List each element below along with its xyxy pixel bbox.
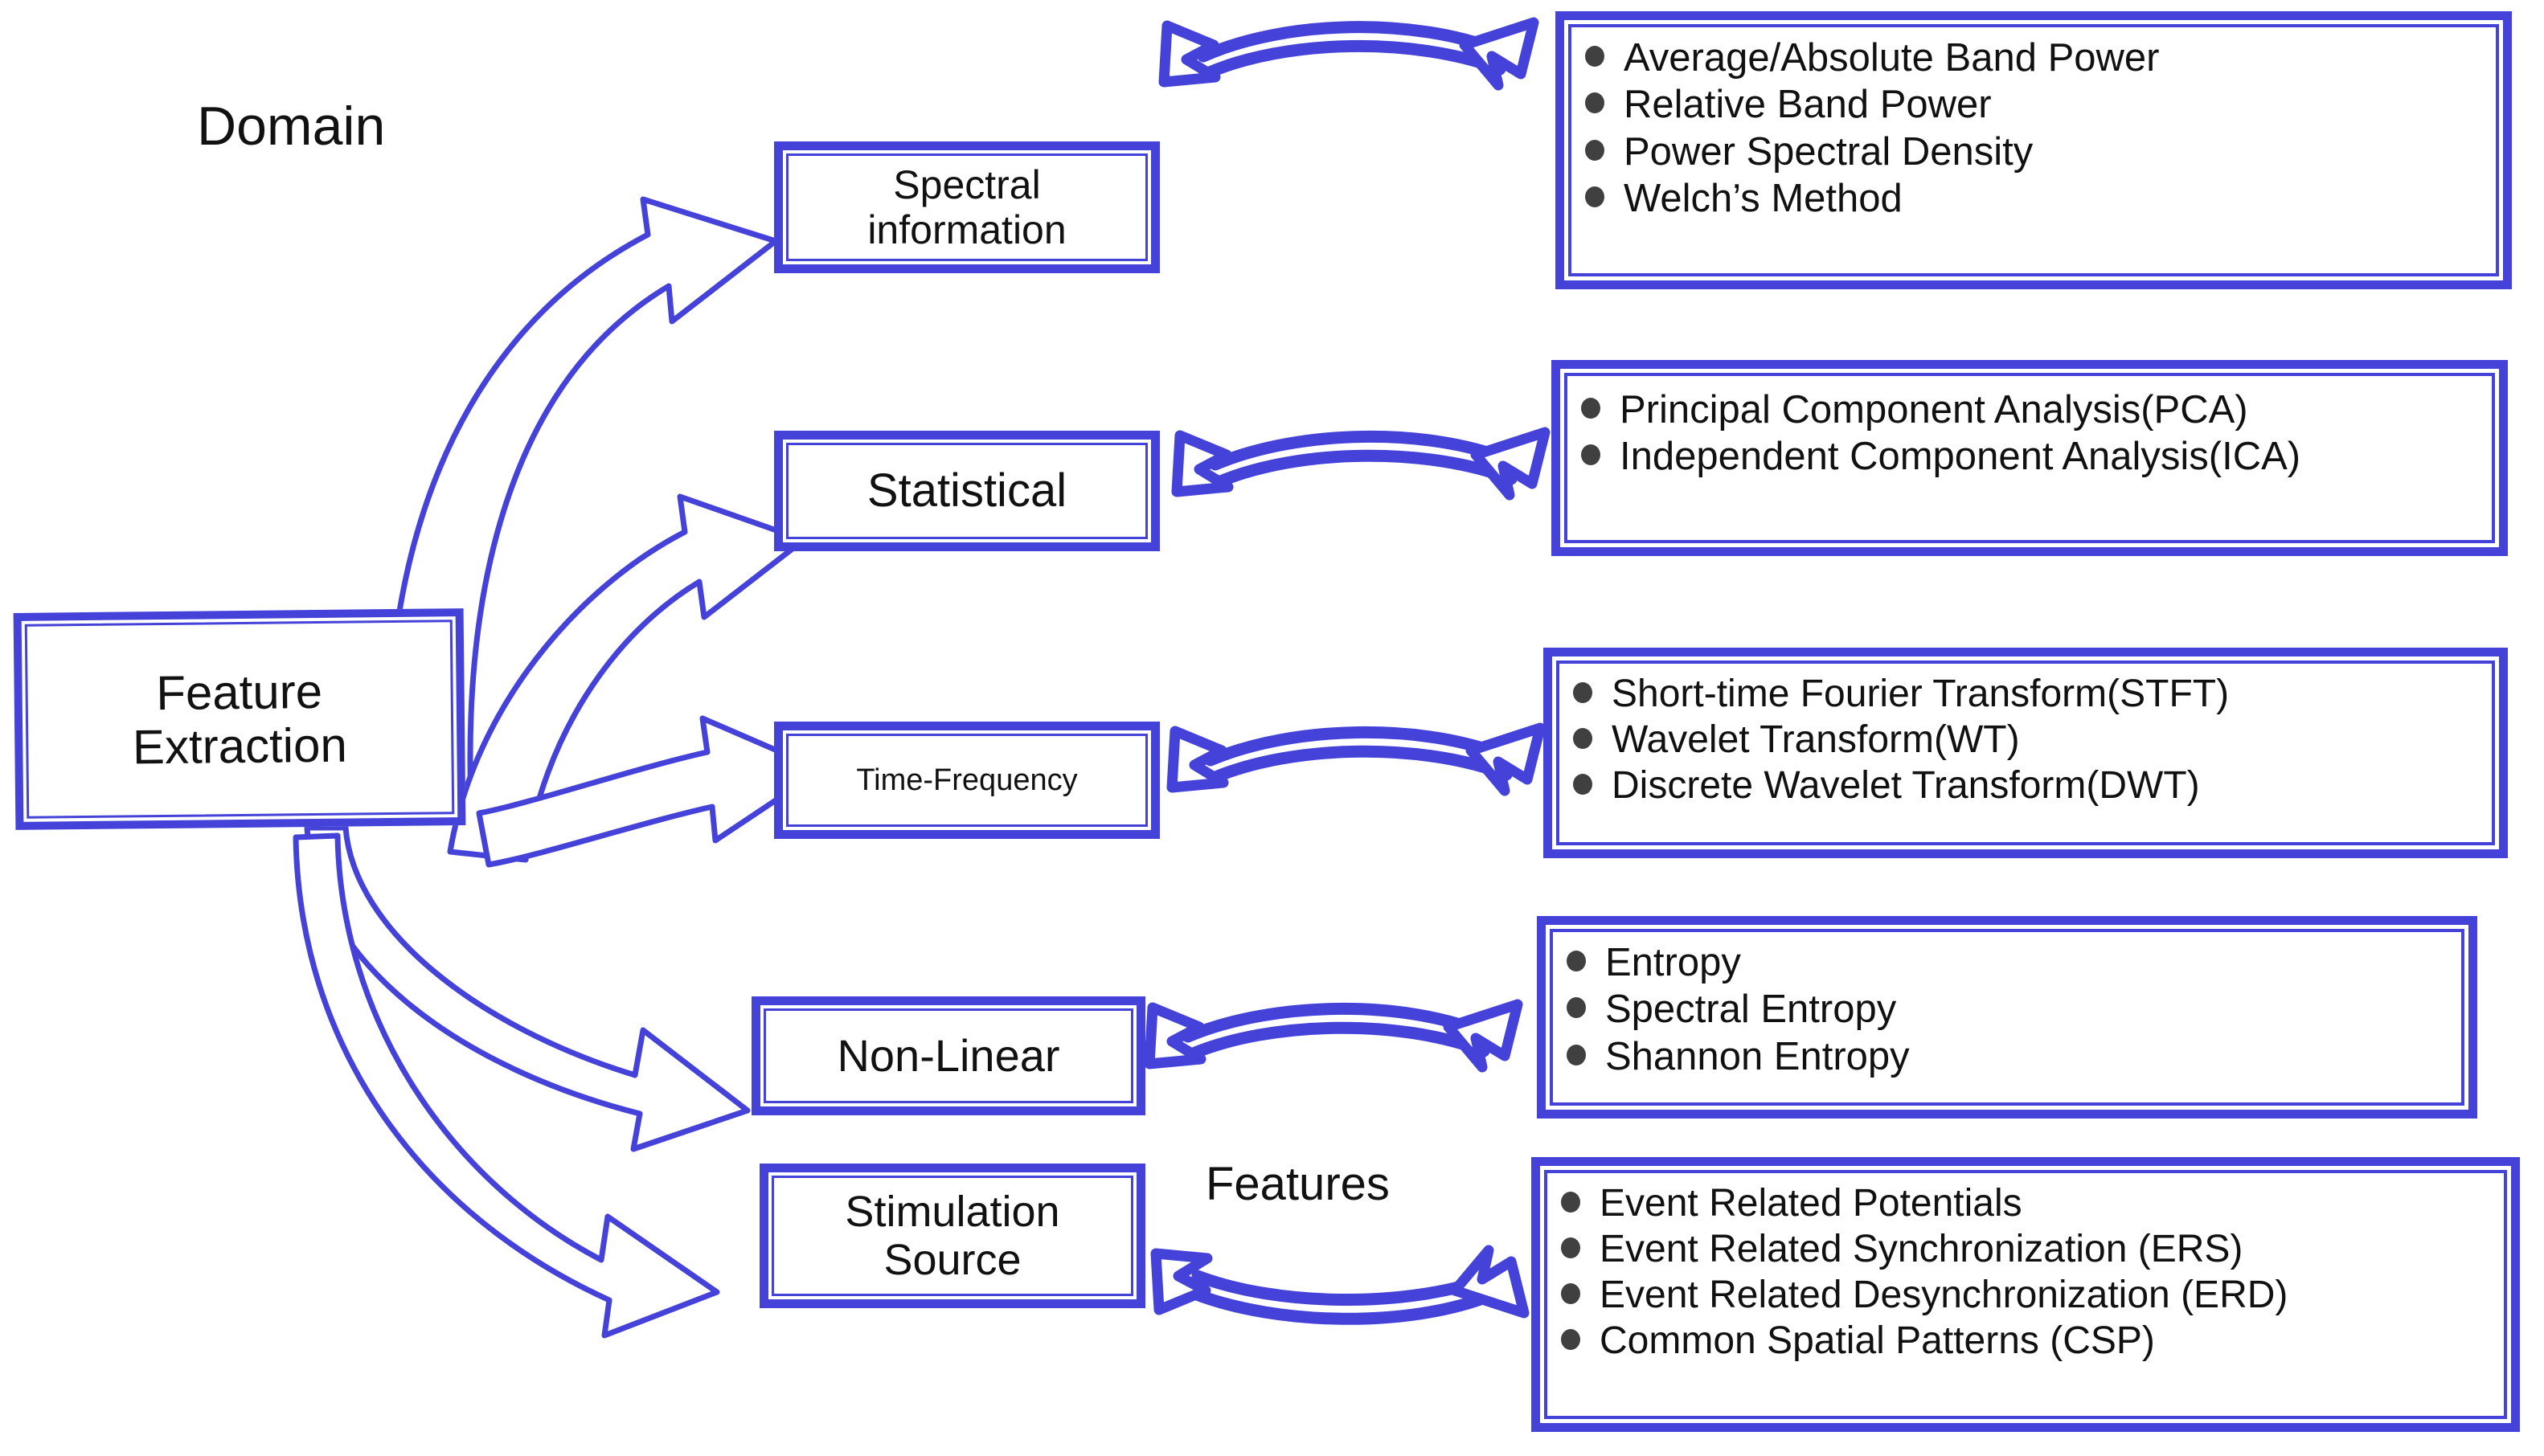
list-item: Event Related Desynchronization (ERD) <box>1561 1272 2511 1318</box>
node-label: Stimulation Source <box>768 1172 1137 1299</box>
list-inner-border <box>1564 373 2495 543</box>
node-label-line1: Stimulation <box>845 1187 1060 1236</box>
node-label: Time-Frequency <box>783 730 1151 830</box>
node-label-line1: Time-Frequency <box>856 763 1078 797</box>
node-time-frequency[interactable]: Time-Frequency <box>774 722 1160 839</box>
node-label: Spectral information <box>783 150 1151 264</box>
node-label-line1: Statistical <box>866 464 1067 517</box>
node-label-line1: Spectral <box>893 162 1041 207</box>
list-item: Common Spatial Patterns (CSP) <box>1561 1318 2511 1364</box>
list-item: Entropy <box>1567 939 2468 986</box>
feature-list: Principal Component Analysis(PCA)Indepen… <box>1560 369 2499 481</box>
list-item: Event Related Potentials <box>1561 1180 2511 1226</box>
node-feature-extraction[interactable]: Feature Extraction <box>13 608 466 830</box>
list-item: Event Related Synchronization (ERS) <box>1561 1226 2511 1272</box>
list-item: Spectral Entropy <box>1567 986 2468 1033</box>
node-non-linear[interactable]: Non-Linear <box>752 996 1145 1115</box>
list-item: Average/Absolute Band Power <box>1585 35 2503 81</box>
list-inner-border <box>1556 661 2495 845</box>
list-item: Welch’s Method <box>1585 175 2503 222</box>
arrow-to-nonlinear <box>304 824 751 1152</box>
node-label-line2: information <box>867 207 1067 252</box>
double-arrow-statistical <box>1171 427 1551 501</box>
arrow-to-timefreq <box>476 715 825 868</box>
node-label-line1: Feature <box>155 664 323 720</box>
list-item: Independent Component Analysis(ICA) <box>1581 433 2499 480</box>
double-arrow-nonlinear <box>1144 999 1523 1073</box>
domain-title: Domain <box>197 96 386 157</box>
node-label-line2: Extraction <box>132 718 348 775</box>
node-stimulation-source[interactable]: Stimulation Source <box>760 1164 1145 1308</box>
node-label: Feature Extraction <box>22 616 458 822</box>
list-inner-border <box>1550 929 2464 1106</box>
arrow-to-stimulation <box>293 832 720 1339</box>
list-statistical-features[interactable]: Principal Component Analysis(PCA)Indepen… <box>1551 360 2508 556</box>
features-label: Features <box>1206 1158 1390 1210</box>
double-arrow-stimulation <box>1150 1245 1530 1325</box>
list-item: Principal Component Analysis(PCA) <box>1581 386 2499 433</box>
list-item: Short-time Fourier Transform(STFT) <box>1573 671 2499 717</box>
list-item: Discrete Wavelet Transform(DWT) <box>1573 763 2499 808</box>
list-item: Shannon Entropy <box>1567 1033 2468 1080</box>
list-item: Relative Band Power <box>1585 81 2503 128</box>
list-inner-border <box>1568 24 2499 276</box>
double-arrow-timefreq <box>1166 722 1546 796</box>
node-label: Non-Linear <box>760 1005 1137 1106</box>
feature-list: Short-time Fourier Transform(STFT)Wavele… <box>1552 656 2499 808</box>
node-label: Statistical <box>783 440 1151 542</box>
node-label-line1: Non-Linear <box>837 1029 1060 1081</box>
list-time-frequency-features[interactable]: Short-time Fourier Transform(STFT)Wavele… <box>1543 648 2508 858</box>
list-inner-border <box>1544 1170 2507 1419</box>
list-item: Wavelet Transform(WT) <box>1573 717 2499 763</box>
node-label-line2: Source <box>883 1236 1022 1284</box>
arrow-to-statistical <box>447 493 807 863</box>
node-spectral-information[interactable]: Spectral information <box>774 141 1160 273</box>
double-arrow-spectral <box>1158 17 1539 91</box>
node-statistical[interactable]: Statistical <box>774 431 1160 551</box>
list-item: Power Spectral Density <box>1585 129 2503 175</box>
